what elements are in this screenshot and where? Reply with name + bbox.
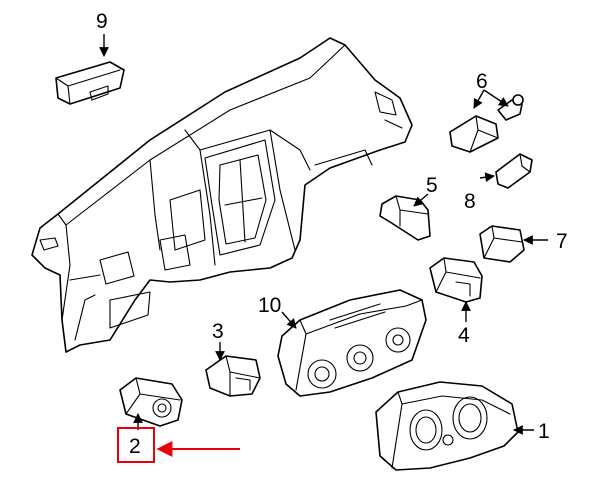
part-9-switch-panel [55,61,125,105]
callout-2: 2 [129,435,141,458]
callout-7: 7 [556,230,568,253]
callout-9: 9 [96,10,108,33]
part-5-switch [379,195,431,241]
part-3-switch [205,355,261,397]
part-10-climate-control [277,289,427,397]
callout-5: 5 [426,174,438,197]
part-1-instrument-cluster [375,381,519,471]
part-7-switch-module [479,225,525,263]
part-4-switch-block [429,257,483,303]
callout-4: 4 [458,324,470,347]
callout-8: 8 [464,190,476,213]
part-8-small-switch [495,153,533,189]
part-2-headlight-switch [119,377,183,427]
callout-1: 1 [538,420,550,443]
dashboard-panel [31,37,413,353]
callout-10: 10 [258,294,281,317]
part-6-bulb-socket [449,94,524,153]
callout-3: 3 [212,320,224,343]
callout-leaders [99,34,548,435]
highlight-box [117,427,155,463]
callout-6: 6 [476,70,488,93]
